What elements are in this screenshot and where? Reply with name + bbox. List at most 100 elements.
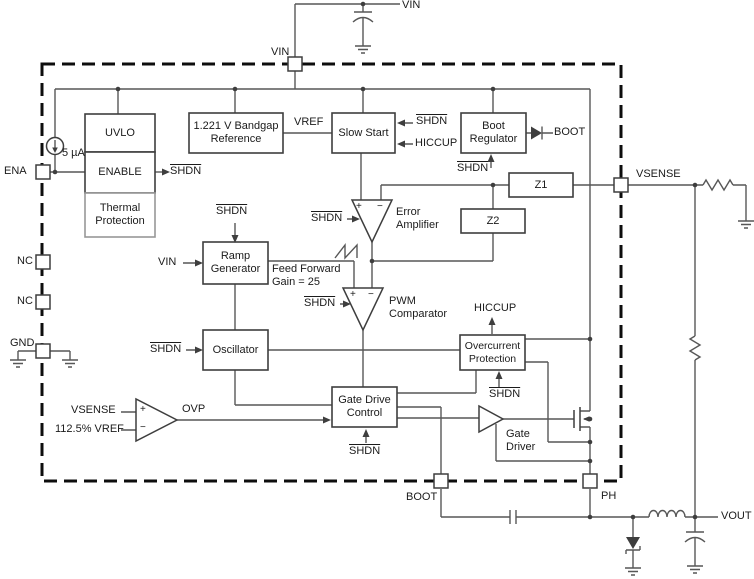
overcurrent-protection-label: Overcurrent Protection <box>464 340 521 365</box>
signal-arrowheads <box>162 119 503 437</box>
boot-pin-label: BOOT <box>406 491 438 503</box>
vsense-pin-label: VSENSE <box>636 168 681 180</box>
current-source-circle <box>45 136 65 156</box>
wire-oscillator <box>186 284 460 406</box>
bandgap-label: 1.221 V Bandgap Reference <box>193 120 279 145</box>
pwm-plus-sign: + <box>350 289 356 300</box>
boot-regulator-label: Boot Regulator <box>469 120 518 145</box>
current-source-arrow <box>52 147 58 153</box>
resistor-feedback-top <box>702 178 734 192</box>
pwm-minus-sign: − <box>368 289 374 300</box>
wire-gnd-pin <box>17 350 71 360</box>
vsense-ovp-label: VSENSE <box>71 404 116 416</box>
vin-pin-square <box>287 56 303 72</box>
gate-driver-triangle <box>478 404 505 434</box>
wire-vin-net <box>50 3 591 411</box>
resistor-feedback-bottom <box>688 335 702 361</box>
ena-pin-label: ENA <box>4 165 27 177</box>
ena-pin-square <box>35 164 51 180</box>
ovp-plus-sign: + <box>140 404 146 415</box>
shdn-ramp-label: SHDN <box>216 205 248 217</box>
nc1-pin-label: NC <box>17 255 33 267</box>
gate-drive-control-box <box>331 386 398 428</box>
inductor <box>648 509 686 518</box>
output-cap <box>684 531 706 543</box>
ground-input-cap <box>355 45 371 54</box>
boot-net-label: BOOT <box>554 126 586 138</box>
vout-label: VOUT <box>721 510 752 522</box>
pin-squares <box>35 56 629 489</box>
z2-label: Z2 <box>486 214 500 227</box>
shdn-pwm-label: SHDN <box>304 297 336 309</box>
slow-start-box <box>331 112 396 154</box>
wire-ocp <box>491 321 590 443</box>
shdn-oscillator-label: SHDN <box>150 343 182 355</box>
uvlo-box <box>84 113 156 153</box>
ic-boundary <box>40 62 623 483</box>
catch-diode-cathode <box>625 546 641 554</box>
uvlo-label: UVLO <box>105 126 135 139</box>
ovp-comparator-triangle <box>135 397 179 443</box>
wire-feedforward <box>268 260 355 288</box>
ground-catch-diode <box>625 567 641 576</box>
shdn-slowstart-label: SHDN <box>416 115 448 127</box>
vsense-pin-square <box>613 177 629 193</box>
mosfet-body-arrow <box>583 416 590 422</box>
thermal-protection-box <box>84 192 156 238</box>
ovp-threshold-label: 112.5% VREF <box>55 423 124 435</box>
gate-drive-control-label: Gate Drive Control <box>338 394 391 419</box>
shdn-erroramp-label: SHDN <box>311 212 343 224</box>
ena-current-label: 5 µA <box>62 147 85 159</box>
wire-gate-driver <box>495 418 590 462</box>
ph-pin-label: PH <box>601 490 617 502</box>
vin-supply-label: VIN <box>402 0 421 11</box>
shdn-enable-label: SHDN <box>170 165 202 177</box>
shdn-gdc-label: SHDN <box>349 445 381 457</box>
hiccup-ocp-label: HICCUP <box>474 302 517 314</box>
shdn-ocp-label: SHDN <box>489 388 521 400</box>
erroramp-plus-sign: + <box>356 201 362 212</box>
boot-regulator-box <box>460 112 527 154</box>
shdn-bootreg-label: SHDN <box>457 162 489 174</box>
wire-output-stage <box>440 184 747 568</box>
ph-pin-square <box>582 473 598 489</box>
gnd-pin-label: GND <box>10 337 35 349</box>
boot-pin-square <box>433 473 449 489</box>
sawtooth-icon <box>334 242 358 260</box>
vref-label: VREF <box>294 116 324 128</box>
thermal-protection-label: Thermal Protection <box>95 202 145 227</box>
ovp-minus-sign: − <box>140 422 146 433</box>
wire-ovp <box>121 411 325 431</box>
hiccup-slowstart-label: HICCUP <box>415 137 458 149</box>
slow-start-label: Slow Start <box>338 126 389 139</box>
error-amplifier-label: Error Amplifier <box>396 206 439 232</box>
wire-erroramp-output <box>371 233 494 288</box>
gate-driver-label: Gate Driver <box>506 428 536 454</box>
error-amplifier-triangle <box>350 199 394 244</box>
z2-box <box>460 208 526 234</box>
feed-forward-label: Feed Forward Gain = 25 <box>272 263 341 289</box>
boot-diode <box>531 126 542 140</box>
gnd-pin-square <box>35 343 51 359</box>
erroramp-minus-sign: − <box>377 201 383 212</box>
overcurrent-protection-box <box>459 334 526 371</box>
ground-output-cap <box>687 565 703 574</box>
vin-pin-label: VIN <box>271 46 290 58</box>
junction-dots <box>52 1 698 520</box>
ground-gnd-left <box>10 359 26 368</box>
ovp-net-label: OVP <box>182 403 206 415</box>
bandgap-box <box>188 112 284 154</box>
z1-label: Z1 <box>534 178 548 191</box>
enable-box <box>84 151 156 194</box>
oscillator-label: Oscillator <box>212 343 259 356</box>
ramp-generator-label: Ramp Generator <box>210 250 261 275</box>
nc2-pin-square <box>35 294 51 310</box>
wire-erroramp-feedback <box>380 184 614 209</box>
pwm-comparator-triangle <box>341 287 385 332</box>
wire-input-cap-plates <box>352 11 374 23</box>
z1-box <box>508 172 574 198</box>
bootstrap-cap <box>509 510 517 524</box>
wire-gdc <box>365 370 479 474</box>
